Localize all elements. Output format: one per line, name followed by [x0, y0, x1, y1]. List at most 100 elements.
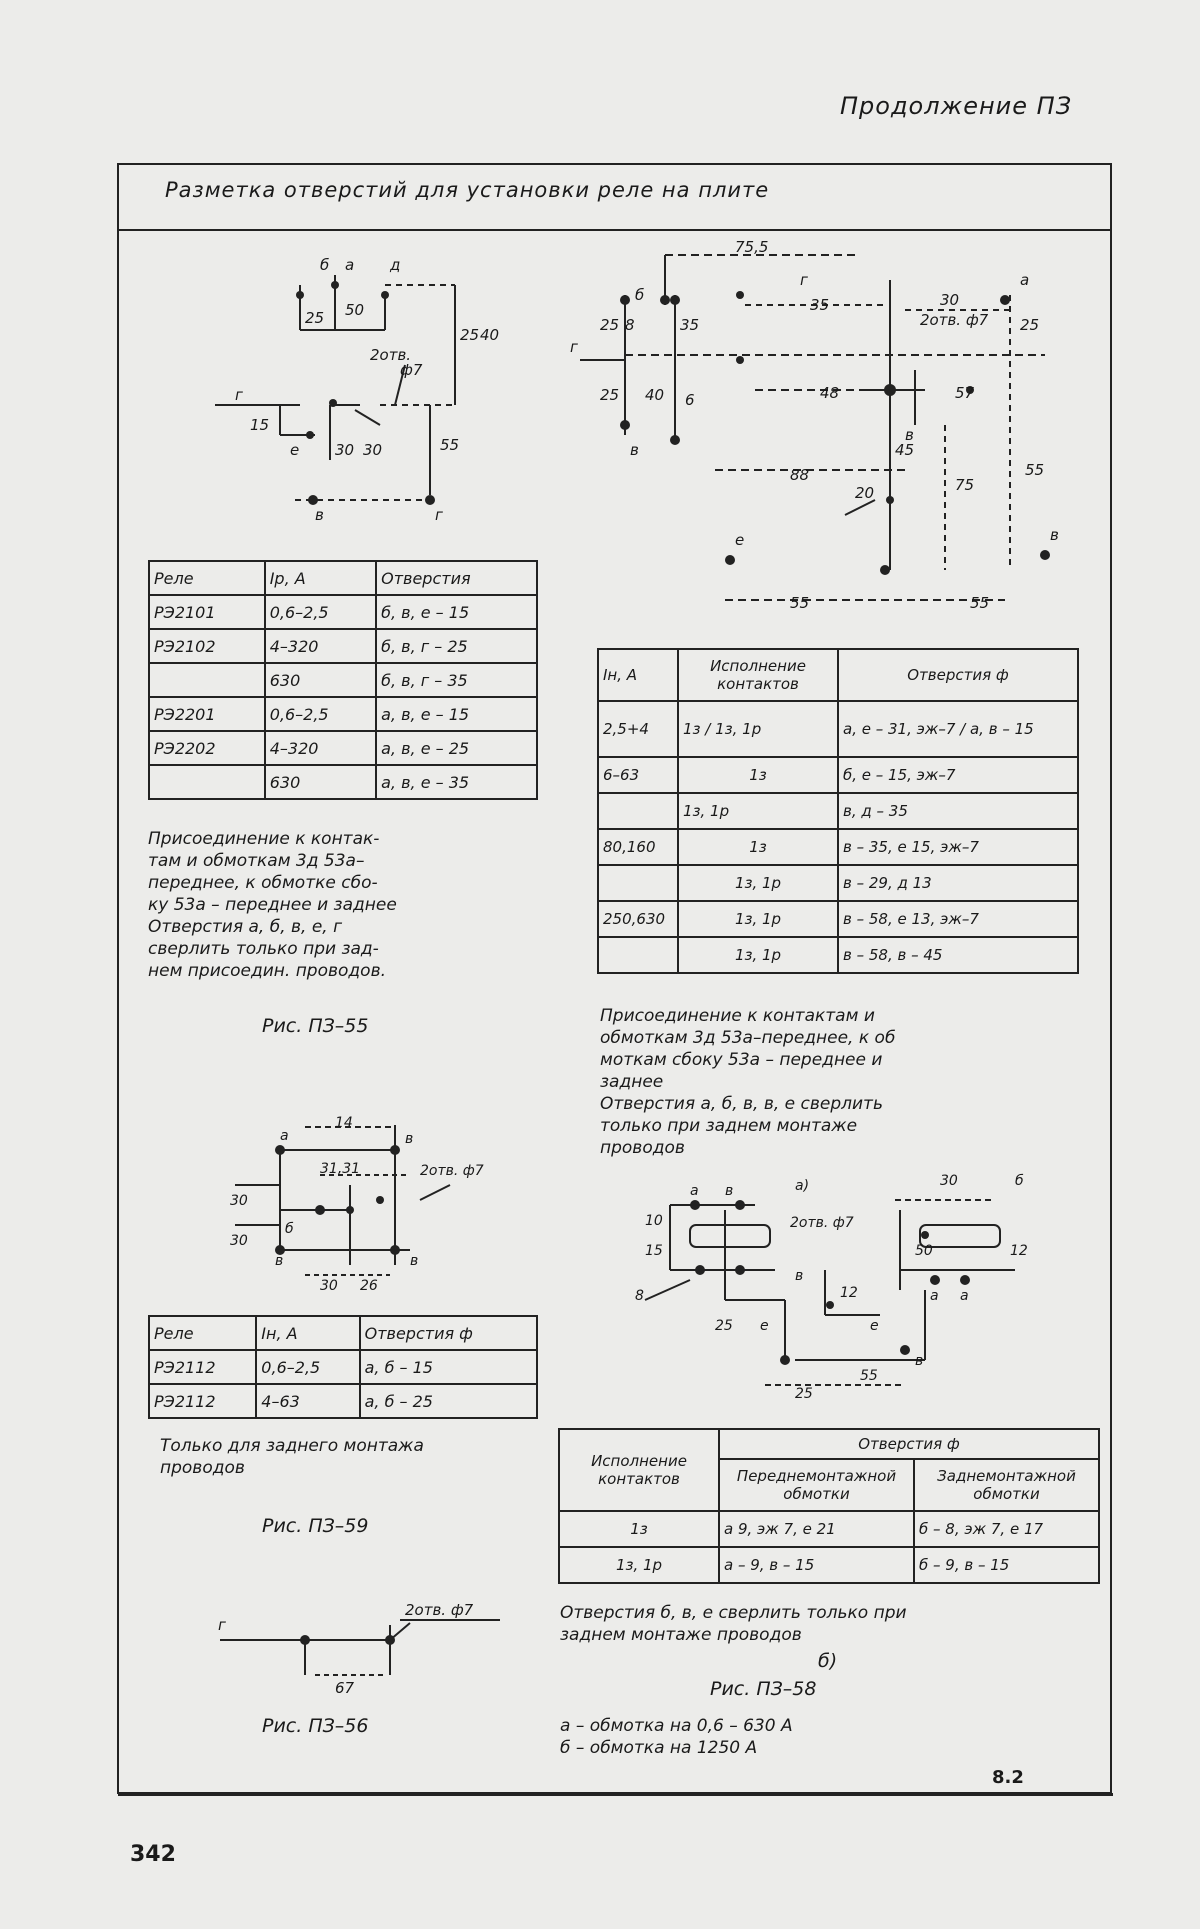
table-cell: 0,6–2,5 [265, 697, 376, 731]
table-cell: б – 9, в – 15 [914, 1547, 1099, 1583]
note-line: Отверстия а, б, в, в, е сверлить [600, 1093, 1080, 1115]
table-cell: РЭ2202 [149, 731, 265, 765]
table-fig-58: Исполнение контактов Отверстия ф Передне… [558, 1428, 1100, 1584]
table-cell: РЭ2101 [149, 595, 265, 629]
diagram-fig-58: а в а) 30 б 2отв. ф7 10 15 8 в 12 50 12 … [625, 1170, 1045, 1410]
caption-fig-56: Рис. ПЗ–56 [262, 1715, 368, 1737]
label-d2-45: 45 [895, 441, 914, 459]
label-d3-30b: 30 [230, 1233, 248, 1249]
label-d2-g-left: г [570, 338, 578, 356]
note-line: Присоединение к контактам и [600, 1005, 1080, 1027]
label-d1-55: 55 [440, 436, 459, 454]
label-d3-30a: 30 [230, 1193, 248, 1209]
table-cell: в – 58, в – 45 [838, 937, 1078, 973]
table-cell: в – 29, д 13 [838, 865, 1078, 901]
note-fig-59: Только для заднего монтажа проводов [160, 1435, 540, 1479]
table-cell: б, в, е – 15 [376, 595, 537, 629]
caption-fig-59: Рис. ПЗ–59 [262, 1515, 368, 1537]
label-d2-88: 88 [790, 466, 809, 484]
continuation-header: Продолжение ПЗ [840, 92, 1072, 120]
table-header: Реле [149, 1316, 256, 1350]
label-d2-v-left: в [630, 441, 639, 459]
table-cell: 1з, 1р [678, 937, 838, 973]
note-line: Отверстия а, б, в, е, г [148, 916, 548, 938]
label-d1-g-left: г [235, 386, 243, 404]
label-d2-55a: 55 [790, 594, 809, 612]
table-cell: 630 [265, 765, 376, 799]
label-d2-25b: 25 [600, 386, 619, 404]
label-d2-v-right: в [1050, 526, 1059, 544]
table-cell: 250,630 [598, 901, 678, 937]
table-cell: а 9, эж 7, е 21 [719, 1511, 914, 1547]
label-d2-75-5: 75,5 [735, 238, 768, 256]
bottom-rule [118, 1793, 1113, 1796]
table-header: Iн, А [598, 649, 678, 701]
note-line: проводов [160, 1457, 540, 1479]
table-cell: в – 35, е 15, эж–7 [838, 829, 1078, 865]
label-d4-v-bottom: в [915, 1353, 923, 1369]
label-d4-v-top: в [725, 1183, 733, 1199]
label-d2-30: 30 [940, 291, 959, 309]
label-d4-v-mid: в [795, 1268, 803, 1284]
note-line: заднем монтаже проводов [560, 1624, 1100, 1646]
table-cell: в, д – 35 [838, 793, 1078, 829]
label-d2-35b: 35 [680, 316, 699, 334]
table-cell: а, в, е – 15 [376, 697, 537, 731]
table-header: Реле [149, 561, 265, 595]
label-d2-g-top: г [800, 271, 808, 289]
label-d4-a-top: а [690, 1183, 699, 1199]
table-header: Отверстия ф [360, 1316, 537, 1350]
note-line: заднее [600, 1071, 1080, 1093]
label-d2-20: 20 [855, 484, 874, 502]
table-cell: 4–320 [265, 731, 376, 765]
note-line: б – обмотка на 1250 А [560, 1737, 980, 1759]
note-windings: а – обмотка на 0,6 – 630 А б – обмотка н… [560, 1715, 980, 1759]
frame-title: Разметка отверстий для установки реле на… [165, 178, 769, 202]
table-header: Отверстия ф [838, 649, 1078, 701]
label-d4-e2: е [870, 1318, 879, 1334]
note-line: Присоединение к контак- [148, 828, 548, 850]
label-d3-v-top: в [405, 1131, 413, 1147]
table-cell: 0,6–2,5 [265, 595, 376, 629]
label-d4-25v: 25 [715, 1318, 733, 1334]
label-d2-2otv: 2отв. ф7 [920, 311, 989, 329]
note-line: сверлить только при зад- [148, 938, 548, 960]
label-d2-48: 48 [820, 384, 839, 402]
corner-mark: 8.2 [992, 1767, 1024, 1788]
note-line: а – обмотка на 0,6 – 630 А [560, 1715, 980, 1737]
caption-fig-55: Рис. ПЗ–55 [262, 1015, 368, 1037]
label-d2-35: 35 [810, 296, 829, 314]
label-d5-g: г [218, 1616, 226, 1634]
label-d5-2otv: 2отв. ф7 [405, 1601, 474, 1619]
table-cell: 80,160 [598, 829, 678, 865]
label-d2-75: 75 [955, 476, 974, 494]
diagram-fig-59: а 14 в 2отв. ф7 31,31 б в в 30 30 30 26 [220, 1115, 540, 1305]
table-header: Iр, А [265, 561, 376, 595]
table-cell: 1з, 1р [678, 793, 838, 829]
table-cell: в – 58, е 13, эж–7 [838, 901, 1078, 937]
label-d3-b: б [285, 1221, 294, 1237]
diagram-fig-56: 75,5 г а 8 б 35 30 2отв. ф7 г 25 25 в 40… [565, 240, 1065, 620]
table-cell: а – 9, в – 15 [719, 1547, 914, 1583]
note-line: обмоткам 3д 53а–переднее, к об [600, 1027, 1080, 1049]
label-d2-55v: 55 [1025, 461, 1044, 479]
label-d1-15: 15 [250, 416, 269, 434]
table-header: Отверстия [376, 561, 537, 595]
table-cell: 1з / 1з, 1р [678, 701, 838, 757]
label-d2-8: 8 [625, 316, 635, 334]
table-cell: РЭ2102 [149, 629, 265, 663]
table-cell: 4–63 [256, 1384, 359, 1418]
label-d3-14: 14 [335, 1115, 353, 1131]
table-subheader: Переднемонтажной обмотки [719, 1459, 914, 1511]
label-d4-55: 55 [860, 1368, 878, 1384]
table-cell: а, в, е – 25 [376, 731, 537, 765]
note-line: только при заднем монтаже [600, 1115, 1080, 1137]
table-fig-59: Реле Iн, А Отверстия ф РЭ21120,6–2,5а, б… [148, 1315, 538, 1419]
label-d2-6: 6 [685, 391, 695, 409]
table-cell: 1з, 1р [678, 865, 838, 901]
caption-fig-58: Рис. ПЗ–58 [710, 1678, 816, 1700]
label-d1-25b: 25 [460, 326, 479, 344]
table-cell: 1з [559, 1511, 719, 1547]
table-header: Исполнение контактов [678, 649, 838, 701]
table-cell: 6–63 [598, 757, 678, 793]
